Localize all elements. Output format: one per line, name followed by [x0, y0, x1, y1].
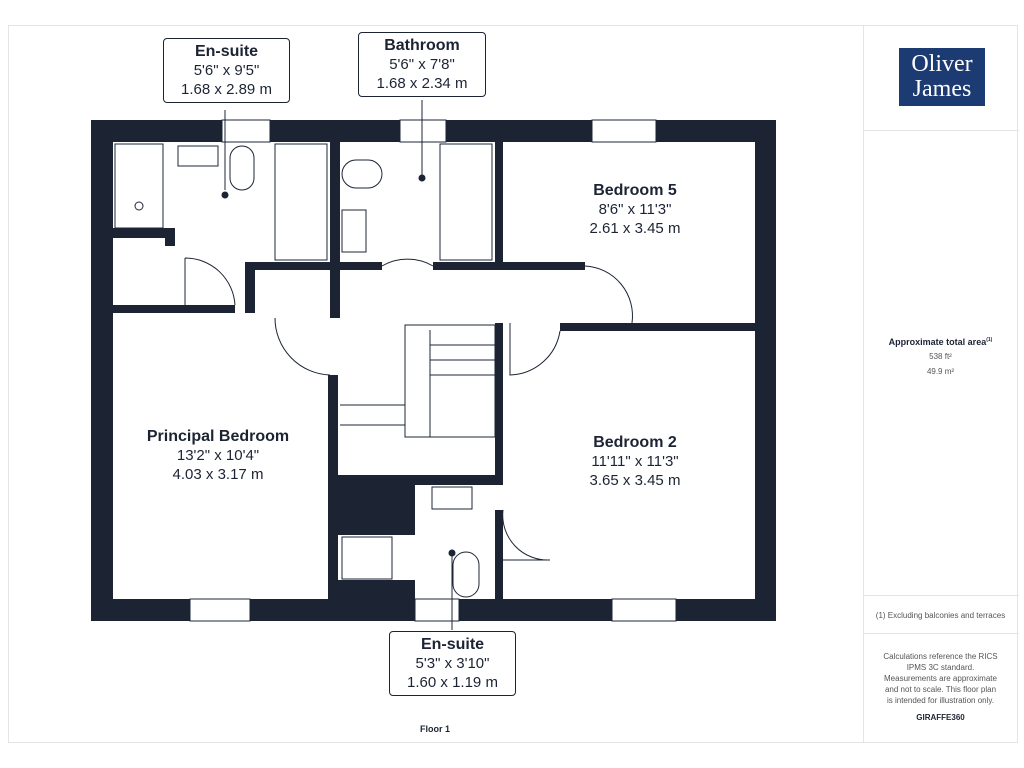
- brand-line2: James: [912, 76, 972, 102]
- area-title-text: Approximate total area: [888, 337, 987, 347]
- room-metric: 4.03 x 3.17 m: [172, 466, 264, 483]
- room-metric: 2.61 x 3.45 m: [589, 220, 681, 237]
- room-metric: 3.65 x 3.45 m: [589, 472, 681, 489]
- page-frame: [8, 25, 1018, 743]
- disclaimer: Calculations reference the RICS IPMS 3C …: [883, 652, 998, 705]
- room-imperial: 8'6" x 11'3": [598, 201, 672, 218]
- floor-label: Floor 1: [420, 724, 451, 734]
- room-metric: 1.68 x 2.89 m: [181, 81, 272, 98]
- room-label-bedroom-2: Bedroom 2 11'11" x 11'3" 3.65 x 3.45 m: [560, 433, 710, 490]
- area-sqft: 538 ft²: [929, 352, 952, 361]
- room-imperial: 5'6" x 9'5": [193, 62, 260, 79]
- room-name: Principal Bedroom: [146, 428, 290, 445]
- room-imperial: 13'2" x 10'4": [176, 447, 260, 464]
- room-label-ensuite-1: En-suite 5'6" x 9'5" 1.68 x 2.89 m: [163, 38, 290, 103]
- brand-line1: Oliver: [911, 51, 973, 77]
- room-name: En-suite: [420, 636, 485, 653]
- room-name: Bedroom 2: [593, 434, 677, 451]
- room-label-principal-bedroom: Principal Bedroom 13'2" x 10'4" 4.03 x 3…: [127, 427, 309, 484]
- room-imperial: 11'11" x 11'3": [591, 453, 679, 470]
- footnote: (1) Excluding balconies and terraces: [875, 611, 1006, 620]
- area-title: Approximate total area(1): [863, 335, 1018, 348]
- markers: [221, 174, 456, 557]
- room-imperial: 5'6" x 7'8": [389, 56, 455, 73]
- area-sqm: 49.9 m²: [926, 367, 955, 376]
- floor-plan: [91, 100, 776, 630]
- room-label-ensuite-2: En-suite 5'3" x 3'10" 1.60 x 1.19 m: [389, 631, 516, 696]
- room-metric: 1.60 x 1.19 m: [407, 674, 498, 691]
- footnote-mark: (1): [986, 337, 993, 343]
- room-metric: 1.68 x 2.34 m: [376, 75, 468, 92]
- room-label-bathroom: Bathroom 5'6" x 7'8" 1.68 x 2.34 m: [358, 32, 486, 97]
- room-name: En-suite: [194, 43, 259, 60]
- room-name: Bathroom: [384, 37, 460, 54]
- room-label-bedroom-5: Bedroom 5 8'6" x 11'3" 2.61 x 3.45 m: [560, 181, 710, 238]
- fixtures: [114, 100, 633, 630]
- credit: GIRAFFE360: [916, 713, 965, 722]
- windows: [189, 119, 677, 622]
- info-sidebar: [863, 25, 1019, 743]
- room-name: Bedroom 5: [593, 182, 677, 199]
- room-imperial: 5'3" x 3'10": [415, 655, 490, 672]
